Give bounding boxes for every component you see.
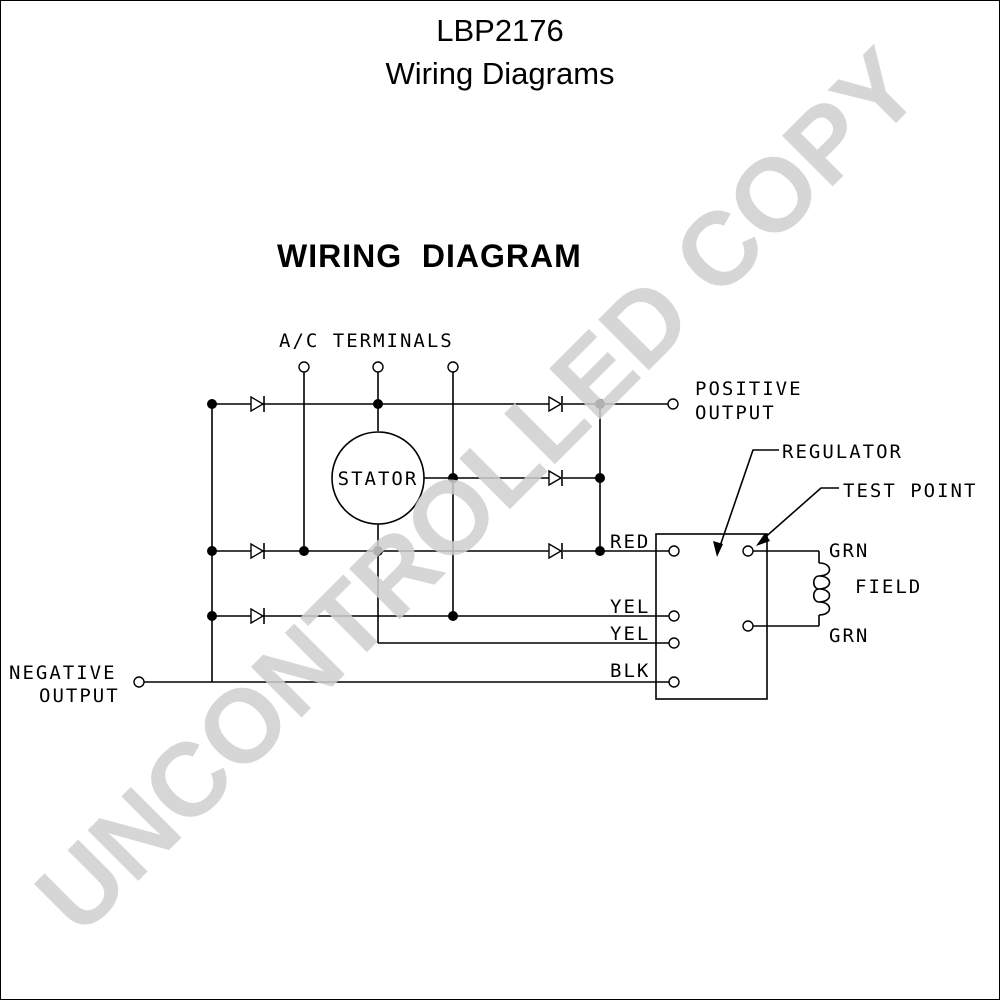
regulator-box (655, 533, 768, 700)
junction-dots (207, 399, 605, 621)
diodes (250, 395, 563, 625)
wire-label-red: RED (610, 531, 650, 553)
regulator-terminal-blk (668, 676, 680, 688)
stator-label: STATOR (338, 468, 419, 490)
ac-terminals-label: A/C TERMINALS (279, 330, 454, 352)
ac-terminal-3 (447, 361, 459, 373)
regulator-terminal-yel-2 (668, 637, 680, 649)
diode-third-right (548, 542, 563, 560)
regulator-terminal-yel-1 (668, 610, 680, 622)
diode-top-left (250, 395, 265, 413)
test-point-label: TEST POINT (843, 480, 977, 502)
regulator-arrow-head (713, 541, 723, 557)
wire-label-blk: BLK (610, 660, 650, 682)
diode-third-left (250, 542, 265, 560)
diode-top-right (548, 395, 563, 413)
document-subtitle: Wiring Diagrams (385, 56, 615, 91)
regulator-terminal-red (668, 545, 680, 557)
regulator-label: REGULATOR (782, 441, 903, 463)
ac-terminal-1 (298, 361, 310, 373)
terminals (133, 361, 754, 688)
wire-label-grn-2: GRN (829, 625, 869, 647)
field-label: FIELD (855, 576, 922, 598)
ac-terminal-2 (372, 361, 384, 373)
diode-yel-left (250, 607, 265, 625)
positive-output-terminal (667, 398, 679, 410)
positive-output-label-line2: OUTPUT (695, 402, 776, 424)
document-title: LBP2176 (436, 13, 564, 48)
wire-label-yel-1: YEL (610, 596, 650, 618)
regulator-field-terminal (742, 620, 754, 632)
test-point-arrow-head (756, 533, 770, 546)
negative-output-label-line2: OUTPUT (39, 685, 120, 707)
stator-circle (331, 431, 425, 525)
regulator-test-point-terminal (742, 545, 754, 557)
negative-output-label-line1: NEGATIVE (9, 662, 117, 684)
negative-output-terminal (133, 676, 145, 688)
uncontrolled-copy-watermark: UNCONTROLLED COPY (14, 27, 942, 955)
positive-output-label-line1: POSITIVE (695, 378, 803, 400)
diode-middle-right (548, 469, 563, 487)
wire-label-yel-2: YEL (610, 623, 650, 645)
field-coil (818, 562, 831, 616)
wire-label-grn-1: GRN (829, 540, 869, 562)
diagram-heading: WIRING DIAGRAM (277, 238, 582, 274)
